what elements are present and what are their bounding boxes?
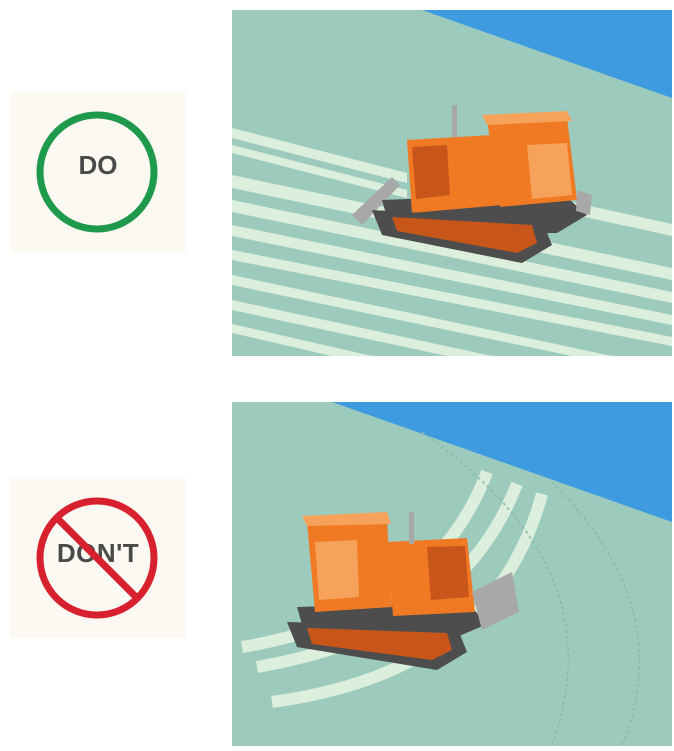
do-label: DO [10, 150, 186, 181]
dozer-cab-window [315, 540, 359, 600]
dozer-grille [412, 145, 450, 199]
do-slope-scene [232, 10, 672, 356]
dont-illustration [232, 402, 672, 746]
dozer-cab-window [527, 143, 572, 199]
dozer-exhaust [452, 105, 457, 137]
do-illustration [232, 10, 672, 356]
dont-badge: DON'T [10, 478, 186, 638]
dont-slope-scene [232, 402, 672, 746]
dozer-exhaust [409, 512, 414, 544]
prohibition-slash-icon [10, 478, 186, 638]
dozer-grille [427, 546, 469, 600]
do-badge: DO [10, 92, 186, 252]
